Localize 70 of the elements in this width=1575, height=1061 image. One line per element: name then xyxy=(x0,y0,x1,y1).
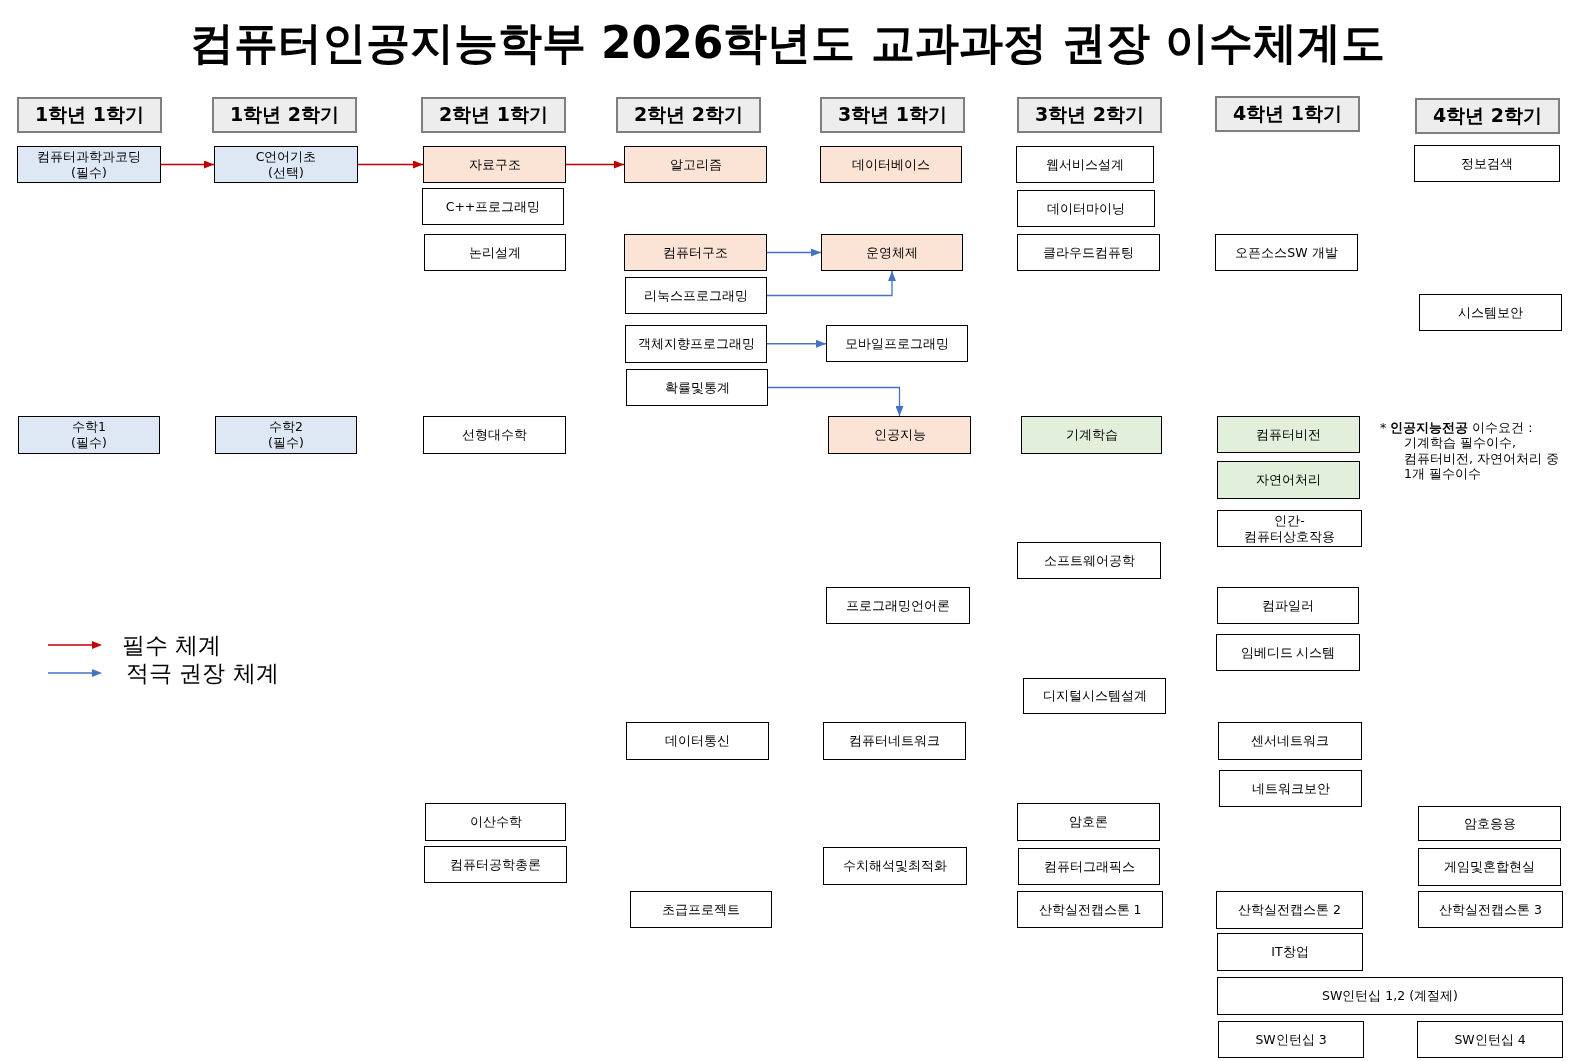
course-box: 모바일프로그래밍 xyxy=(826,325,968,362)
legend-label: 필수 체계 xyxy=(122,631,222,660)
course-box: 오픈소스SW 개발 xyxy=(1215,234,1358,271)
course-box: 논리설계 xyxy=(424,234,566,271)
arrow xyxy=(766,248,822,257)
course-box: C언어기초 (선택) xyxy=(214,146,358,183)
course-box: 확률및통계 xyxy=(626,369,768,406)
semester-header: 2학년 1학기 xyxy=(421,97,566,133)
course-box: 알고리즘 xyxy=(624,146,767,183)
course-box: 클라우드컴퓨팅 xyxy=(1017,234,1160,271)
arrow xyxy=(357,160,424,169)
semester-header: 1학년 2학기 xyxy=(212,97,357,133)
course-box: 이산수학 xyxy=(425,803,566,841)
course-box: SW인턴십 1,2 (계절제) xyxy=(1217,977,1563,1015)
course-box: 컴퓨터네트워크 xyxy=(823,722,966,760)
course-box: 산학실전캡스톤 2 xyxy=(1216,891,1363,929)
course-box: 임베디드 시스템 xyxy=(1216,634,1360,671)
course-box: 운영체제 xyxy=(821,234,963,271)
course-box: 암호론 xyxy=(1017,803,1160,841)
course-box: 객체지향프로그래밍 xyxy=(625,325,767,363)
course-box: SW인턴십 4 xyxy=(1417,1021,1563,1058)
semester-header: 4학년 1학기 xyxy=(1215,96,1360,132)
course-box: 암호응용 xyxy=(1418,806,1561,841)
course-box: 데이터베이스 xyxy=(820,146,962,183)
course-box: 산학실전캡스톤 1 xyxy=(1017,891,1163,928)
course-box: 수학1 (필수) xyxy=(18,416,160,454)
semester-header: 2학년 2학기 xyxy=(616,97,761,133)
legend-label: 적극 권장 체계 xyxy=(126,659,279,688)
course-box: 게임및혼합현실 xyxy=(1418,848,1561,886)
course-box: 웹서비스설계 xyxy=(1016,146,1154,183)
course-box: 정보검색 xyxy=(1414,145,1560,182)
semester-header: 1학년 1학기 xyxy=(17,97,162,133)
course-box: 초급프로젝트 xyxy=(630,891,772,928)
course-box: 시스템보안 xyxy=(1419,294,1562,331)
course-box: 네트워크보안 xyxy=(1219,770,1362,807)
course-box: 소프트웨어공학 xyxy=(1017,542,1161,579)
arrow xyxy=(766,270,896,297)
course-box: 컴퓨터공학총론 xyxy=(424,846,567,883)
course-box: 데이터마이닝 xyxy=(1017,190,1155,227)
semester-header: 4학년 2학기 xyxy=(1415,98,1560,134)
arrow xyxy=(767,386,904,417)
semester-header: 3학년 1학기 xyxy=(820,97,965,133)
course-box: 프로그래밍언어론 xyxy=(826,587,970,624)
course-box: 자료구조 xyxy=(423,146,566,183)
arrow xyxy=(160,160,215,169)
arrow xyxy=(565,160,625,169)
title: 컴퓨터인공지능학부 2026학년도 교과과정 권장 이수체계도 xyxy=(188,16,1387,70)
course-box: 선형대수학 xyxy=(423,416,566,454)
course-box: 리눅스프로그래밍 xyxy=(625,277,767,314)
course-box: 디지털시스템설계 xyxy=(1023,678,1166,714)
course-box: 기계학습 xyxy=(1021,416,1162,454)
course-box: 센서네트워크 xyxy=(1218,722,1362,760)
course-box: 수학2 (필수) xyxy=(215,416,357,454)
course-box: SW인턴십 3 xyxy=(1218,1021,1364,1058)
course-box: 산학실전캡스톤 3 xyxy=(1418,891,1563,928)
arrow xyxy=(766,339,827,348)
course-box: IT창업 xyxy=(1217,933,1363,971)
course-box: 데이터통신 xyxy=(626,722,769,760)
course-box: 인공지능 xyxy=(828,416,971,454)
course-box: 자연어처리 xyxy=(1217,461,1360,499)
course-box: 컴퓨터구조 xyxy=(624,234,767,271)
course-box: 컴퓨터비전 xyxy=(1217,416,1360,453)
course-box: C++프로그래밍 xyxy=(422,188,564,225)
semester-header: 3학년 2학기 xyxy=(1017,97,1162,133)
course-box: 수치해석및최적화 xyxy=(823,847,967,885)
course-box: 인간-컴퓨터상호작용 xyxy=(1217,510,1362,547)
course-box: 컴퓨터그래픽스 xyxy=(1018,848,1160,885)
course-box: 컴파일러 xyxy=(1217,587,1359,624)
course-box: 컴퓨터과학과코딩 (필수) xyxy=(17,146,161,183)
note: *인공지능전공 이수요건 : 기계학습 필수이수, 컴퓨터비전, 자연어처리 중 1개 필수이수 xyxy=(1380,420,1560,481)
